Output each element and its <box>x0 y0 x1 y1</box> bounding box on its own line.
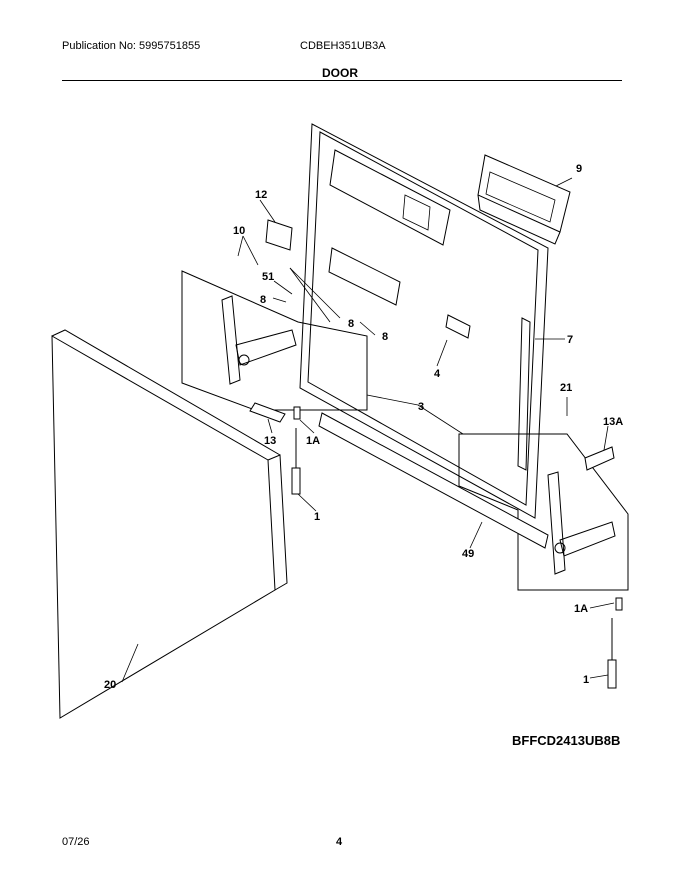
callout-3: 3 <box>418 401 424 413</box>
callout-49: 49 <box>462 548 474 560</box>
callout-13: 13 <box>264 435 276 447</box>
callout-13A: 13A <box>603 416 623 428</box>
callout-9: 9 <box>576 163 582 175</box>
inner-door-panel <box>299 123 549 519</box>
callout-1A-left: 1A <box>306 435 320 447</box>
door-latch <box>265 219 293 251</box>
callout-1-left: 1 <box>314 511 320 523</box>
hinge-cover-right <box>584 446 615 471</box>
callout-21: 21 <box>560 382 572 394</box>
callout-4: 4 <box>434 368 441 380</box>
callout-20: 20 <box>104 679 116 691</box>
header-rule <box>62 80 622 81</box>
footer-date: 07/26 <box>62 836 90 848</box>
diagram-code: BFFCD2413UB8B <box>512 733 621 748</box>
hinge-cover-left <box>249 402 286 423</box>
spring-right <box>607 659 617 689</box>
callout-1A-right: 1A <box>574 603 588 615</box>
hinge-box-left <box>181 270 368 411</box>
callout-8-right: 8 <box>382 331 388 343</box>
callout-51: 51 <box>262 271 274 283</box>
callout-1-right: 1 <box>583 674 589 686</box>
spring-left <box>291 467 301 495</box>
hinge-box-right <box>458 433 629 591</box>
section-title: DOOR <box>322 66 358 80</box>
callout-8-left: 8 <box>260 294 266 306</box>
callout-7: 7 <box>567 334 573 346</box>
callout-10: 10 <box>233 225 245 237</box>
outer-door-panel <box>51 329 288 719</box>
page-number: 4 <box>336 836 343 848</box>
callout-12: 12 <box>255 189 267 201</box>
callout-8-center: 8 <box>348 318 354 330</box>
control-panel <box>477 154 571 245</box>
model-number: CDBEH351UB3A <box>300 40 386 52</box>
bottom-rail <box>318 412 549 549</box>
publication-number: Publication No: 5995751855 <box>62 40 201 52</box>
